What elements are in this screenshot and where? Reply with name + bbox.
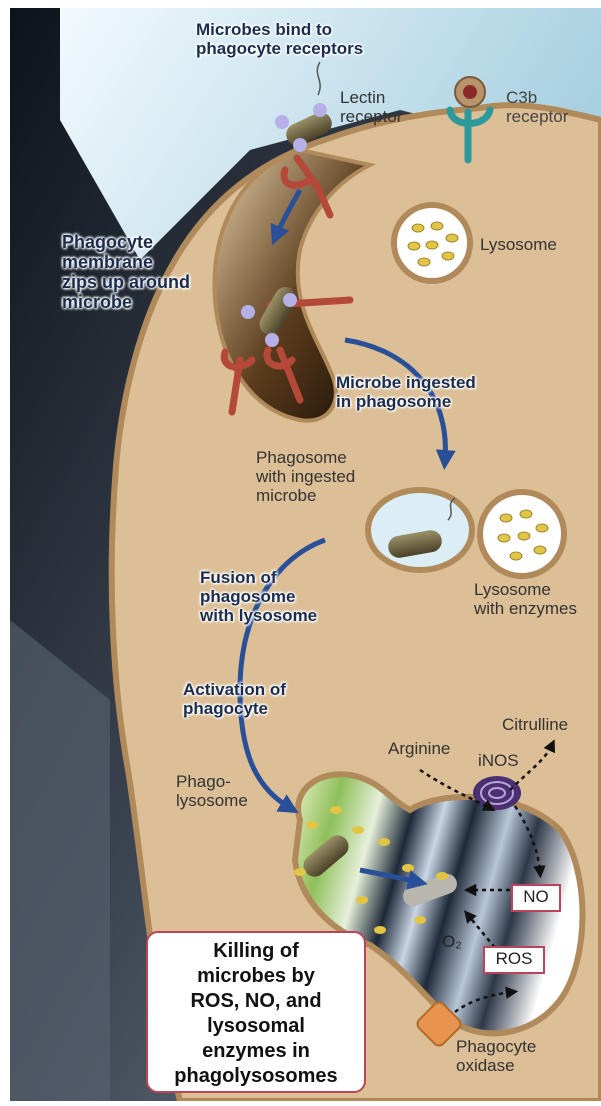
label-lysosome: Lysosome [480,235,590,254]
label-ros: ROS [483,946,545,974]
lysosome-with-enzymes-icon [480,492,564,576]
lysosome-icon [394,205,470,281]
step-activation: Activation of phagocyte [183,680,363,718]
killing-callout-box: Killing of microbes by ROS, NO, and lyso… [146,931,366,1093]
label-phagocyte-oxidase: Phagocyte oxidase [456,1037,576,1075]
shadow-band [10,620,110,1101]
label-c3b-receptor: C3b receptor [506,88,601,126]
label-phagolysosome: Phago- lysosome [176,772,276,810]
inos-enzyme-icon [473,776,521,810]
label-inos: iNOS [478,751,538,770]
label-citrulline: Citrulline [502,715,601,734]
label-lysosome-with-enzymes: Lysosome with enzymes [474,580,601,618]
label-o2: O₂ [442,932,482,951]
step-membrane-zips: Phagocyte membrane zips up around microb… [62,232,262,312]
step-fusion: Fusion of phagosome with lysosome [200,568,380,625]
label-no: NO [511,884,561,912]
step-microbes-bind: Microbes bind to phagocyte receptors [196,20,446,58]
label-arginine: Arginine [388,739,468,758]
label-lectin-receptor: Lectin receptor [340,88,450,126]
c3b-microbe-icon [455,77,485,107]
label-phagosome: Phagosome with ingested microbe [256,448,406,505]
step-microbe-ingested: Microbe ingested in phagosome [336,373,576,411]
